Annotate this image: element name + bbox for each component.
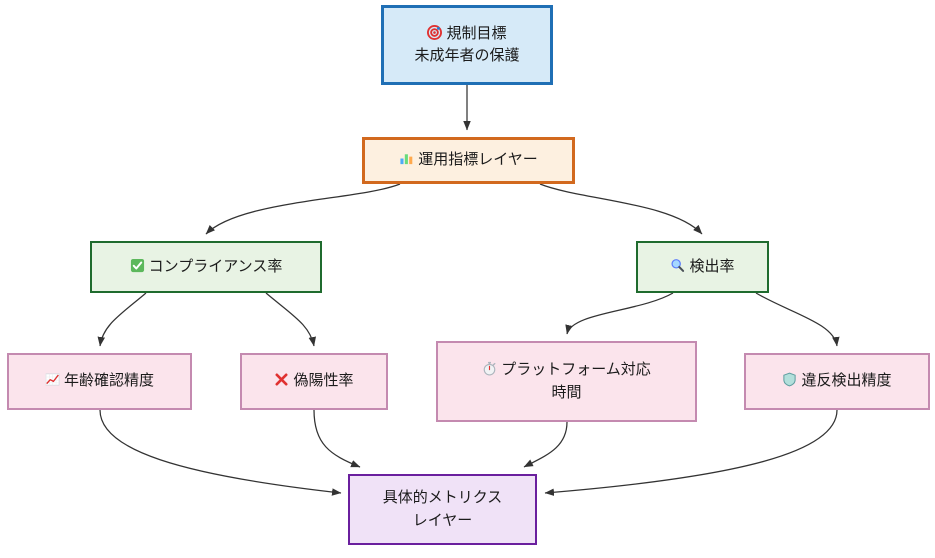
edge-compliance-to-falsepositive <box>265 292 316 347</box>
bar-chart-icon <box>399 151 414 166</box>
edge-agecheck-to-layer <box>99 409 342 496</box>
node-age-verification-accuracy[interactable]: 年齢確認精度 <box>7 353 192 410</box>
node-label: コンプライアンス率 <box>148 257 283 275</box>
node-regulatory-goal[interactable]: 規制目標 未成年者の保護 <box>381 5 553 85</box>
edge-ops-to-compliance <box>205 183 401 235</box>
stopwatch-icon <box>482 361 497 376</box>
edge-detection-to-violationdetect <box>755 292 840 347</box>
node-label: 検出率 <box>689 257 735 275</box>
node-label: 未成年者の保護 <box>414 47 520 64</box>
target-icon <box>427 24 443 40</box>
node-label: 年齢確認精度 <box>63 372 154 390</box>
node-label: 具体的メトリクス <box>382 489 503 506</box>
edge-falsepositive-to-layer <box>313 409 361 468</box>
node-violation-detection-accuracy[interactable]: 違反検出精度 <box>744 353 930 410</box>
shield-icon <box>782 372 797 387</box>
node-operational-metrics-layer[interactable]: 運用指標レイヤー <box>362 137 575 184</box>
node-label: 規制目標 <box>446 24 507 42</box>
node-label: 運用指標レイヤー <box>418 151 538 169</box>
node-label: 偽陽性率 <box>293 372 354 390</box>
node-label: レイヤー <box>412 511 473 529</box>
check-mark-icon <box>130 258 145 273</box>
magnifier-icon <box>670 258 685 273</box>
edge-violationdetect-to-layer <box>544 409 838 497</box>
node-compliance-rate[interactable]: コンプライアンス率 <box>90 241 322 293</box>
node-label: プラットフォーム対応 <box>501 361 651 378</box>
edge-ops-to-detection <box>539 183 703 235</box>
edge-detection-to-platformtime <box>565 292 674 335</box>
node-label: 時間 <box>551 383 582 401</box>
edge-compliance-to-agecheck <box>97 292 147 347</box>
node-concrete-metrics-layer[interactable]: 具体的メトリクス レイヤー <box>348 474 537 545</box>
cross-mark-icon <box>274 372 289 387</box>
node-detection-rate[interactable]: 検出率 <box>636 241 769 293</box>
edge-platformtime-to-layer <box>523 421 568 468</box>
node-label: 違反検出精度 <box>801 372 892 390</box>
node-false-positive-rate[interactable]: 偽陽性率 <box>240 353 388 410</box>
chart-increasing-icon <box>45 372 60 387</box>
node-platform-response-time[interactable]: プラットフォーム対応 時間 <box>436 341 697 422</box>
